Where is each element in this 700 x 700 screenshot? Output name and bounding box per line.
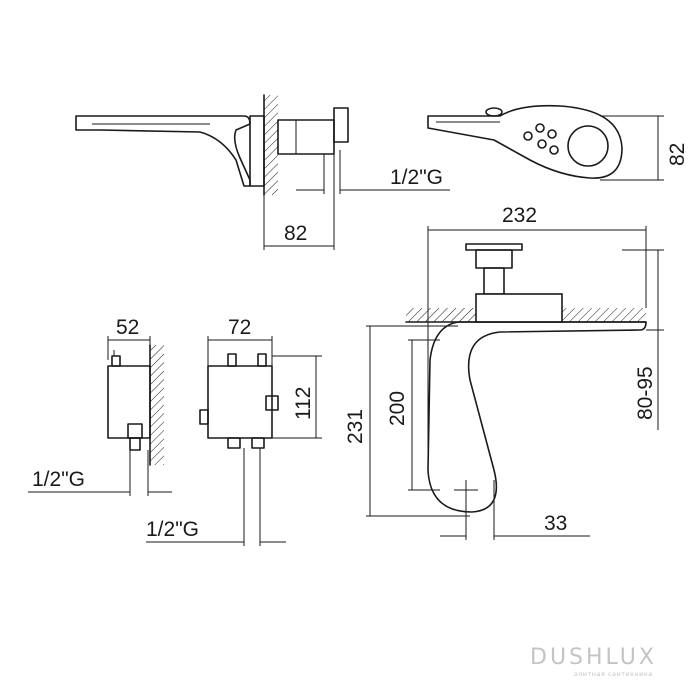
large-box-body — [207, 365, 273, 439]
side-wall-hatch — [264, 95, 278, 195]
dim-small-box-width: 52 — [116, 316, 139, 339]
dim-top-depth-inner: 200 — [386, 391, 409, 426]
small-box-view — [28, 336, 172, 496]
dim-top-length: 232 — [502, 204, 537, 227]
watermark-brand: DUSHLUX — [530, 645, 657, 670]
front-display-ring — [567, 125, 609, 167]
top-view — [366, 226, 664, 540]
dim-wall-adjust: 80-95 — [634, 366, 657, 420]
top-rear-stem — [475, 249, 513, 269]
top-rear-cap — [465, 243, 523, 251]
dim-top-depth-total: 231 — [344, 409, 367, 444]
dim-front-height: 82 — [666, 143, 689, 166]
side-wall-plate — [249, 115, 265, 187]
large-box-view — [146, 336, 322, 546]
dim-small-box-thread: 1/2"G — [32, 468, 85, 491]
dim-spout-offset: 33 — [544, 512, 567, 535]
front-button-5 — [549, 145, 559, 155]
side-body — [277, 119, 335, 155]
front-button-1 — [535, 123, 545, 133]
front-view — [427, 104, 664, 181]
dim-side-depth: 82 — [284, 222, 307, 245]
top-spout-outline — [427, 321, 647, 513]
top-rear-body — [475, 293, 563, 323]
front-spout-outline — [427, 104, 623, 179]
small-box-body — [107, 365, 151, 439]
dim-large-box-width: 72 — [228, 316, 251, 339]
dim-large-box-height: 112 — [292, 387, 315, 420]
front-button-2 — [547, 129, 557, 139]
watermark-tagline: элитная сантехника — [574, 670, 653, 678]
front-button-4 — [537, 139, 547, 149]
small-box-wall-hatch — [150, 345, 164, 465]
dim-side-thread: 1/2"G — [390, 166, 443, 189]
side-view — [75, 94, 450, 250]
front-button-3 — [523, 131, 533, 141]
side-spout-outline — [75, 115, 251, 187]
dim-large-box-thread: 1/2"G — [146, 518, 199, 541]
